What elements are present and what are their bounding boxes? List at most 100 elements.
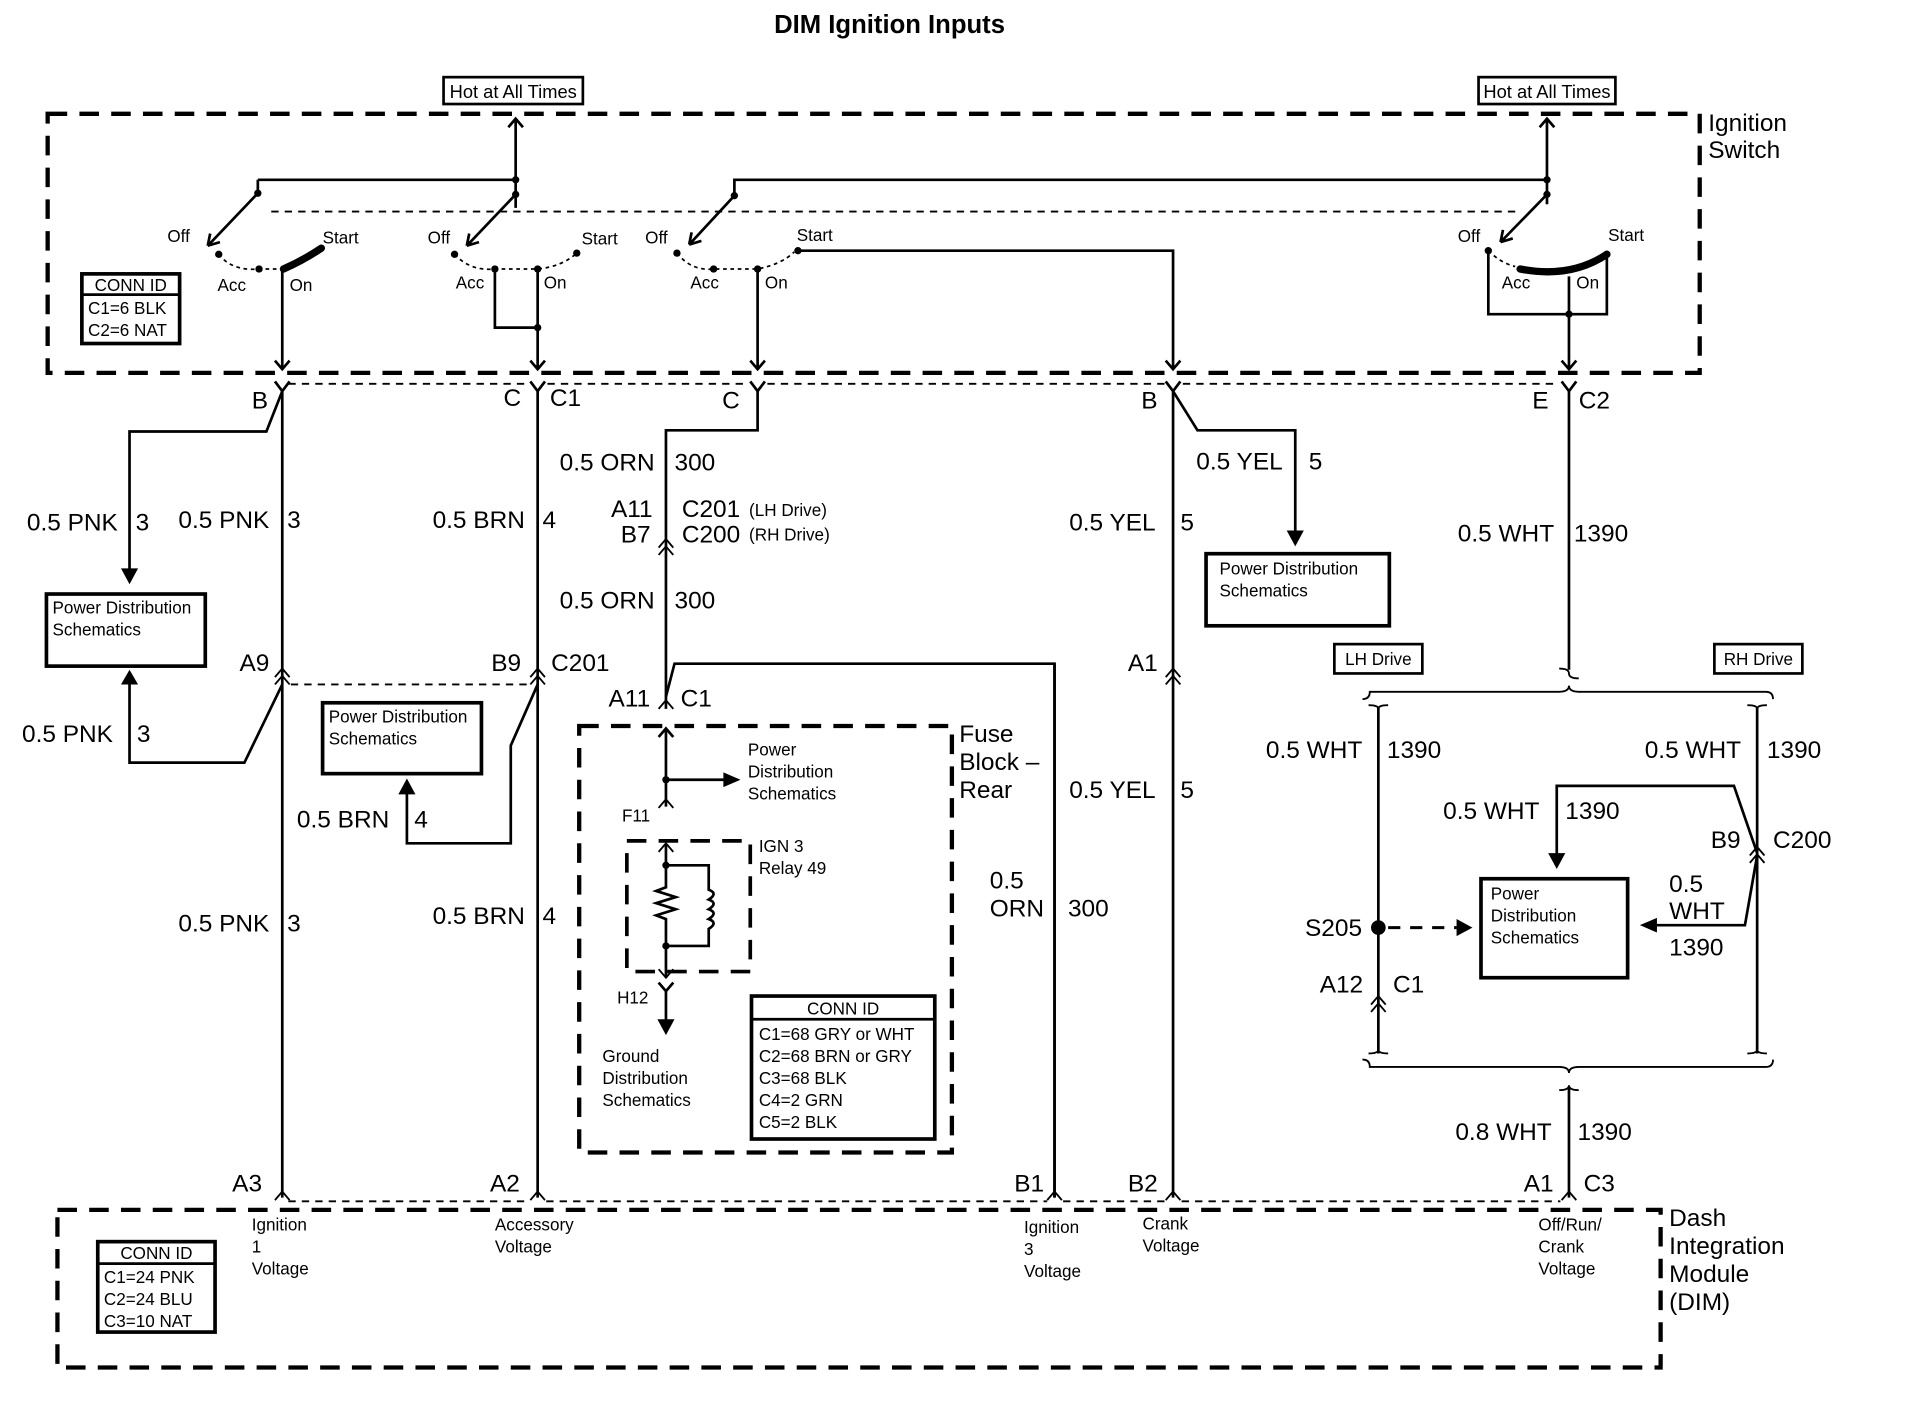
lh-drive-tag: LH Drive — [1333, 642, 1424, 675]
svg-text:C2: C2 — [1579, 387, 1610, 414]
svg-text:300: 300 — [675, 450, 716, 477]
svg-text:Start: Start — [323, 228, 359, 247]
svg-text:0.5 BRN: 0.5 BRN — [297, 806, 389, 833]
svg-text:B: B — [252, 387, 268, 414]
svg-text:C5=2 BLK: C5=2 BLK — [759, 1113, 838, 1132]
svg-text:Power: Power — [1491, 885, 1540, 904]
svg-text:3: 3 — [136, 509, 150, 536]
svg-text:CONN ID: CONN ID — [807, 999, 879, 1018]
svg-text:1390: 1390 — [1387, 737, 1441, 764]
svg-text:Off: Off — [645, 228, 668, 247]
svg-text:(DIM): (DIM) — [1669, 1289, 1730, 1316]
switch-section-4: Off Start Acc On — [1458, 193, 1644, 372]
svg-text:Ignition: Ignition — [1024, 1218, 1079, 1237]
svg-text:RH Drive: RH Drive — [1724, 650, 1793, 669]
svg-text:Module: Module — [1669, 1261, 1749, 1288]
svg-text:Accessory: Accessory — [495, 1216, 574, 1235]
svg-text:4: 4 — [543, 507, 557, 534]
svg-text:A11: A11 — [609, 685, 651, 712]
ign3-relay-49[interactable]: IGN 3 Relay 49 — [625, 837, 826, 980]
diagram-title: DIM Ignition Inputs — [774, 11, 1005, 39]
svg-text:A12: A12 — [1320, 971, 1363, 998]
ignition-switch-conn-id-table: CONN ID C1=6 BLK C2=6 NAT — [80, 272, 182, 346]
svg-text:3: 3 — [137, 721, 151, 748]
svg-text:Crank: Crank — [1143, 1214, 1189, 1233]
svg-text:Dash: Dash — [1669, 1205, 1726, 1232]
svg-text:0.5 BRN: 0.5 BRN — [433, 903, 525, 930]
switch-section-1: Off Start Acc On — [167, 189, 359, 372]
dash-integration-module: A3 A2 B1 B2 A1 C3 Dash Integration Modul… — [55, 663, 1785, 1370]
svg-text:0.5 PNK: 0.5 PNK — [178, 507, 270, 534]
pds-box-1[interactable]: Power Distribution Schematics — [44, 592, 208, 668]
svg-text:300: 300 — [1068, 896, 1109, 923]
svg-text:1390: 1390 — [1574, 520, 1628, 547]
svg-text:A2: A2 — [490, 1171, 520, 1198]
circuit-1390-wht[interactable]: 0.5 WHT 1390 LH Drive RH Drive 0.5 WHT 1… — [1266, 520, 1831, 1198]
svg-text:0.5 PNK: 0.5 PNK — [178, 910, 270, 937]
svg-text:Block –: Block – — [959, 749, 1040, 776]
svg-text:Start: Start — [1608, 226, 1644, 245]
svg-text:1390: 1390 — [1767, 737, 1821, 764]
svg-text:C201: C201 — [551, 650, 609, 677]
svg-text:0.5 PNK: 0.5 PNK — [27, 509, 119, 536]
svg-text:Ignition: Ignition — [252, 1216, 307, 1235]
svg-text:Schematics: Schematics — [602, 1091, 690, 1110]
pds-box-4[interactable]: Power Distribution Schematics — [1479, 876, 1630, 980]
svg-text:Crank: Crank — [1538, 1238, 1584, 1257]
svg-text:On: On — [544, 274, 567, 293]
hot-at-all-times-tag-left[interactable]: Hot at All Times — [442, 75, 585, 106]
svg-text:Schematics: Schematics — [1219, 581, 1307, 600]
svg-text:0.5 BRN: 0.5 BRN — [433, 507, 525, 534]
svg-text:3: 3 — [1024, 1240, 1034, 1259]
pds-box-3[interactable]: Power Distribution Schematics — [1204, 551, 1392, 628]
svg-text:1390: 1390 — [1669, 935, 1723, 962]
svg-text:On: On — [765, 274, 788, 293]
svg-text:B1: B1 — [1014, 1171, 1044, 1198]
pds-box-2[interactable]: Power Distribution Schematics — [320, 700, 484, 776]
svg-text:0.5 WHT: 0.5 WHT — [1458, 520, 1554, 547]
dim-input-off-run-crank: Off/Run/ Crank Voltage — [1538, 1216, 1602, 1279]
circuit-3-pnk[interactable]: 0.5 PNK 3 0.5 PNK 3 0.5 PNK 3 0.5 PNK 3 … — [22, 390, 301, 937]
svg-text:4: 4 — [414, 806, 428, 833]
svg-text:C: C — [722, 387, 740, 414]
hot-at-all-times-tag-right[interactable]: Hot at All Times — [1477, 75, 1617, 106]
svg-text:CONN ID: CONN ID — [95, 276, 167, 295]
dim-input-ignition-3: Ignition 3 Voltage — [1024, 1218, 1081, 1281]
svg-text:3: 3 — [287, 507, 301, 534]
svg-text:5: 5 — [1309, 448, 1323, 475]
svg-text:B2: B2 — [1128, 1171, 1158, 1198]
svg-text:Voltage: Voltage — [252, 1260, 309, 1279]
svg-text:ORN: ORN — [990, 896, 1044, 923]
fuse-block-rear: Fuse Block – Rear Power Distribution Sch… — [577, 721, 1040, 1155]
svg-text:1390: 1390 — [1565, 798, 1619, 825]
svg-text:C2=68 BRN or GRY: C2=68 BRN or GRY — [759, 1047, 913, 1066]
svg-text:C1: C1 — [1393, 971, 1424, 998]
svg-text:Distribution: Distribution — [1491, 907, 1577, 926]
svg-text:C: C — [503, 385, 521, 412]
svg-text:On: On — [1576, 274, 1599, 293]
svg-text:C2=6 NAT: C2=6 NAT — [88, 321, 168, 340]
ignition-switch-label: Ignition — [1708, 110, 1787, 137]
svg-text:0.8 WHT: 0.8 WHT — [1455, 1119, 1551, 1146]
svg-text:Voltage: Voltage — [1538, 1260, 1595, 1279]
svg-text:S205: S205 — [1305, 915, 1362, 942]
svg-text:Fuse: Fuse — [959, 721, 1013, 748]
rh-drive-tag: RH Drive — [1713, 642, 1804, 675]
svg-text:Hot at All Times: Hot at All Times — [1483, 81, 1610, 102]
svg-text:C3: C3 — [1584, 1171, 1615, 1198]
svg-text:Off: Off — [1458, 227, 1481, 246]
svg-text:B9: B9 — [1711, 827, 1741, 854]
svg-text:Voltage: Voltage — [1143, 1236, 1200, 1255]
svg-text:Hot at All Times: Hot at All Times — [450, 81, 577, 102]
switch-section-2: Off Start Acc On — [428, 190, 618, 372]
svg-text:Acc: Acc — [1502, 274, 1531, 293]
circuit-5-yel[interactable]: 0.5 YEL 5 0.5 YEL 5 A1 0.5 YEL 5 — [1069, 390, 1323, 804]
svg-text:Acc: Acc — [218, 276, 247, 295]
svg-text:(LH Drive): (LH Drive) — [749, 501, 827, 520]
dim-conn-id-table: CONN ID C1=24 PNK C2=24 BLU C3=10 NAT — [95, 1239, 217, 1334]
circuit-4-brn[interactable]: 0.5 BRN 4 B9 C201 0.5 BRN 4 0.5 BRN 4 — [297, 507, 610, 930]
svg-text:4: 4 — [543, 903, 557, 930]
svg-text:Power Distribution: Power Distribution — [53, 599, 192, 618]
svg-text:C1=24 PNK: C1=24 PNK — [104, 1268, 195, 1287]
